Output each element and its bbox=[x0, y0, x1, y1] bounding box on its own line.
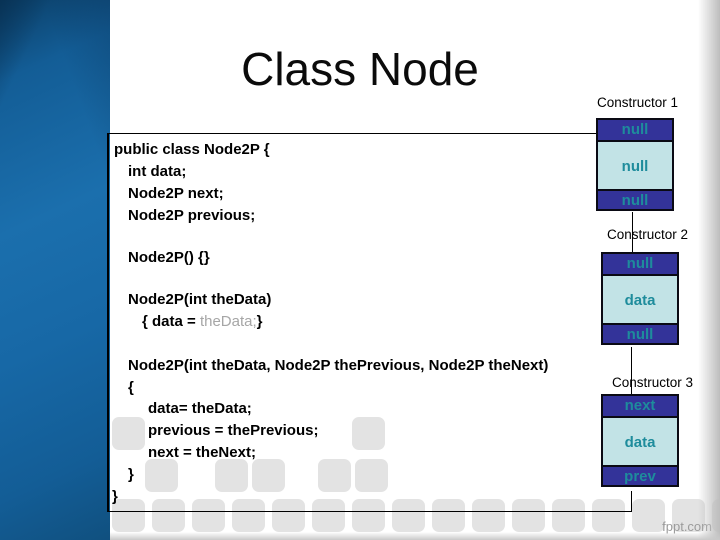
code-ctor2-sig: Node2P(int theData) bbox=[128, 291, 272, 308]
tetris-square bbox=[112, 417, 145, 450]
code-ctor1-decl: Node2P() {} bbox=[128, 249, 210, 266]
connector-ctor2-ctor3 bbox=[631, 347, 632, 396]
constructor3-label: Constructor 3 bbox=[611, 375, 693, 390]
code-ctor3-open: { bbox=[128, 379, 134, 396]
tetris-square bbox=[215, 459, 248, 492]
node-cell-prev: null bbox=[603, 323, 677, 343]
connector-ctor1-ctor2 bbox=[632, 212, 633, 254]
connector-top-line bbox=[107, 133, 596, 134]
tetris-square bbox=[632, 499, 665, 532]
tetris-square bbox=[192, 499, 225, 532]
constructor2-nodebox: null data null bbox=[601, 252, 679, 345]
code-field-previous: Node2P previous; bbox=[128, 207, 256, 224]
connector-ctor3-down bbox=[631, 491, 632, 512]
node-cell-prev: prev bbox=[603, 465, 677, 485]
tetris-square bbox=[145, 459, 178, 492]
sidebar-decoration bbox=[0, 0, 110, 540]
tetris-square bbox=[392, 499, 425, 532]
code-box-left-border bbox=[107, 133, 109, 512]
code-class-decl: public class Node2P { bbox=[114, 141, 270, 158]
tetris-square bbox=[432, 499, 465, 532]
tetris-square bbox=[552, 499, 585, 532]
right-edge-shading bbox=[698, 0, 720, 540]
tetris-square bbox=[352, 417, 385, 450]
node-cell-next: null bbox=[603, 254, 677, 274]
node-cell-next: next bbox=[603, 396, 677, 416]
code-ctor2-body-value: theData; bbox=[199, 313, 257, 330]
code-class-close: } bbox=[112, 488, 118, 505]
node-cell-next: null bbox=[598, 120, 672, 140]
code-ctor3-stmt3: next = theNext; bbox=[148, 444, 256, 461]
node-cell-data: data bbox=[603, 274, 677, 323]
constructor3-nodebox: next data prev bbox=[601, 394, 679, 487]
code-ctor3-stmt1: data= theData; bbox=[148, 400, 252, 417]
constructor1-nodebox: null null null bbox=[596, 118, 674, 211]
code-ctor3-close: } bbox=[128, 466, 134, 483]
node-cell-data: data bbox=[603, 416, 677, 465]
tetris-square bbox=[352, 499, 385, 532]
tetris-square bbox=[152, 499, 185, 532]
tetris-square bbox=[472, 499, 505, 532]
tetris-square bbox=[318, 459, 351, 492]
code-field-data: int data; bbox=[128, 163, 187, 180]
code-ctor3-sig: Node2P(int theData, Node2P thePrevious, … bbox=[128, 357, 549, 374]
code-ctor2-body-open: { data = bbox=[142, 313, 200, 330]
sidebar-streak bbox=[0, 0, 110, 540]
slide-title: Class Node bbox=[241, 43, 479, 95]
code-field-next: Node2P next; bbox=[128, 185, 224, 202]
tetris-square bbox=[252, 459, 285, 492]
tetris-square bbox=[592, 499, 625, 532]
constructor1-label: Constructor 1 bbox=[596, 95, 678, 110]
node-cell-prev: null bbox=[598, 189, 672, 209]
code-ctor3-stmt2: previous = thePrevious; bbox=[148, 422, 319, 439]
tetris-square bbox=[512, 499, 545, 532]
connector-bottom-line bbox=[107, 511, 632, 512]
node-cell-data: null bbox=[598, 140, 672, 189]
tetris-square bbox=[112, 499, 145, 532]
bottom-edge-shading bbox=[110, 532, 720, 540]
constructor2-label: Constructor 2 bbox=[606, 227, 688, 242]
tetris-square bbox=[232, 499, 265, 532]
tetris-square bbox=[312, 499, 345, 532]
tetris-square bbox=[355, 459, 388, 492]
tetris-square bbox=[272, 499, 305, 532]
code-ctor2-body-close: } bbox=[256, 313, 263, 330]
code-ctor2-body: { data = theData;} bbox=[142, 313, 263, 330]
